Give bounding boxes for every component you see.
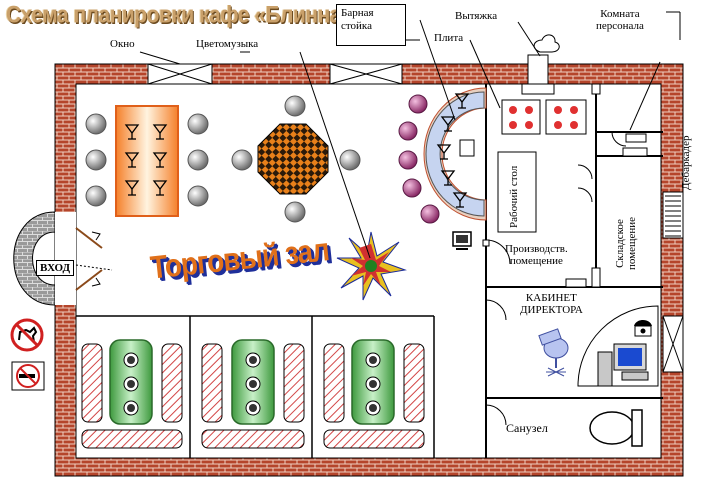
stove-2 <box>545 99 587 135</box>
label-bar-line2: стойка <box>341 20 372 32</box>
phone-icon <box>634 320 652 337</box>
window-1 <box>147 63 213 85</box>
booth-partitions <box>76 315 435 458</box>
booth-2 <box>201 339 305 449</box>
booth-3 <box>323 339 425 449</box>
label-director-line1: КАБИНЕТ <box>525 292 577 304</box>
label-hood: Вытяжка <box>455 10 498 22</box>
label-worktable-wrap: Рабочий стол <box>508 158 522 228</box>
label-storage-wrap: Складское помещение <box>614 190 638 270</box>
label-stove: Плита <box>434 32 464 44</box>
label-bar-line1: Барная <box>341 7 374 19</box>
label-production-line2: помещение <box>509 255 563 267</box>
label-director: КАБИНЕТ ДИРЕКТОРА <box>520 292 583 316</box>
leader-lines <box>139 11 681 259</box>
label-storage-line1: Складское <box>614 219 626 268</box>
label-debarkader: Дебаркадер <box>680 135 692 190</box>
label-bar-counter: Барная стойка <box>336 4 406 46</box>
work-table <box>497 151 537 233</box>
table-orange <box>115 105 179 217</box>
interior-walls <box>485 84 663 458</box>
office-chair-icon <box>538 328 569 377</box>
computer-icon <box>597 343 649 387</box>
label-window: Окно <box>110 38 135 50</box>
label-entrance: ВХОД <box>36 260 75 276</box>
label-staff-line1: Комната <box>600 8 640 20</box>
label-worktable: Рабочий стол <box>508 165 520 228</box>
tv-icon <box>452 231 472 250</box>
label-colormusic: Цветомузыка <box>196 38 259 50</box>
star-light-icon <box>336 231 407 301</box>
hood-chimney <box>521 34 560 95</box>
label-storage: Складское помещение <box>614 217 638 270</box>
stove-1 <box>501 99 541 135</box>
label-debarkader-wrap: Дебаркадер <box>680 100 692 190</box>
label-staff-room: Комната персонала <box>596 8 644 32</box>
label-production-line1: Производств. <box>505 243 568 255</box>
bar-stools <box>398 94 440 224</box>
label-toilet: Санузел <box>506 421 548 435</box>
table-octagon <box>231 95 361 223</box>
no-dogs-icon <box>10 318 44 352</box>
chairs-orange-table <box>85 113 209 207</box>
no-smoking-icon <box>11 361 45 391</box>
label-director-line2: ДИРЕКТОРА <box>520 304 583 316</box>
label-storage-line2: помещение <box>626 216 638 270</box>
page-title: Схема планировки кафе «Блинная» <box>6 2 364 29</box>
label-staff-line2: персонала <box>596 20 644 32</box>
debarkader-grille <box>662 191 684 239</box>
toilet-icon <box>589 409 643 447</box>
booth-1 <box>81 339 183 449</box>
bar-counter <box>423 87 487 221</box>
label-production: Производств. помещение <box>505 243 568 267</box>
window-right <box>662 315 684 373</box>
window-2 <box>329 63 403 85</box>
